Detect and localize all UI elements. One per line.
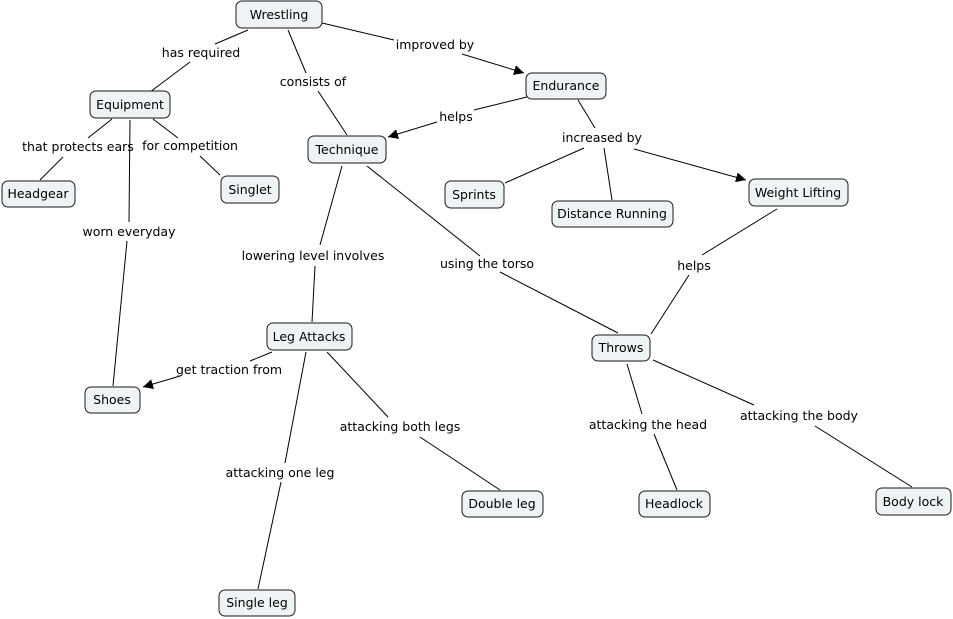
node-sprints-label: Sprints bbox=[452, 187, 496, 202]
edge-worn-everyday-shoes bbox=[112, 240, 128, 387]
edge-helps-throws bbox=[650, 274, 690, 335]
edge-lowering-level-legattacks bbox=[311, 265, 316, 323]
edge-increased-by-sprints bbox=[504, 147, 585, 184]
edge-throws-attacking-body bbox=[652, 359, 755, 406]
node-throws[interactable]: Throws bbox=[591, 334, 651, 362]
edge-legattacks-attacking-both bbox=[326, 351, 389, 418]
edge-using-torso-throws bbox=[499, 271, 619, 334]
node-headlock-label: Headlock bbox=[645, 496, 704, 511]
edge-attacking-both-doubleleg bbox=[419, 436, 501, 491]
edge-increased-by-distance bbox=[603, 147, 613, 201]
edge-wrestling-improved-by bbox=[321, 22, 395, 41]
node-double-leg[interactable]: Double leg bbox=[461, 490, 544, 518]
edge-throws-attacking-head bbox=[626, 363, 643, 415]
link-helps-technique: helps bbox=[439, 109, 473, 124]
node-singlet[interactable]: Singlet bbox=[220, 175, 280, 204]
link-increased-by: increased by bbox=[562, 130, 643, 145]
node-throws-label: Throws bbox=[598, 340, 644, 355]
node-wrestling-label: Wrestling bbox=[250, 7, 309, 22]
node-headgear-label: Headgear bbox=[7, 186, 69, 201]
link-attacking-one: attacking one leg bbox=[226, 465, 335, 480]
edge-legattacks-get-traction bbox=[249, 351, 273, 362]
edge-legattacks-attacking-one bbox=[284, 351, 307, 464]
link-for-competition: for competition bbox=[142, 138, 238, 153]
node-body-lock[interactable]: Body lock bbox=[875, 487, 952, 516]
node-technique-label: Technique bbox=[315, 142, 379, 157]
node-single-leg-label: Single leg bbox=[226, 595, 288, 610]
edge-increased-by-weightlifting bbox=[633, 148, 747, 183]
node-headlock[interactable]: Headlock bbox=[638, 490, 711, 518]
node-technique[interactable]: Technique bbox=[307, 135, 387, 164]
link-protects-ears: that protects ears bbox=[22, 139, 134, 154]
link-has-required: has required bbox=[162, 45, 240, 60]
node-body-lock-label: Body lock bbox=[883, 494, 945, 509]
edge-technique-lowering-level bbox=[319, 165, 343, 246]
link-get-traction: get traction from bbox=[176, 362, 282, 377]
node-sprints[interactable]: Sprints bbox=[444, 180, 505, 209]
node-shoes-label: Shoes bbox=[93, 392, 131, 407]
edge-attacking-head-headlock bbox=[653, 433, 678, 491]
node-single-leg[interactable]: Single leg bbox=[218, 589, 296, 617]
node-distance-running[interactable]: Distance Running bbox=[551, 200, 674, 228]
edge-wrestling-has-required bbox=[214, 29, 249, 45]
edge-equipment-for-competition bbox=[152, 118, 179, 139]
node-weight-lifting-label: Weight Lifting bbox=[755, 185, 841, 200]
edge-technique-using-torso bbox=[366, 165, 481, 257]
node-weight-lifting[interactable]: Weight Lifting bbox=[748, 178, 849, 207]
node-leg-attacks-label: Leg Attacks bbox=[273, 329, 346, 344]
edge-wrestling-consists-of bbox=[287, 29, 307, 74]
link-attacking-both: attacking both legs bbox=[340, 419, 461, 434]
edge-attacking-body-bodylock bbox=[814, 425, 913, 488]
link-consists-of: consists of bbox=[280, 74, 347, 89]
node-equipment-label: Equipment bbox=[96, 97, 164, 112]
edge-protects-ears-headgear bbox=[39, 156, 64, 181]
node-headgear[interactable]: Headgear bbox=[1, 180, 76, 208]
link-lowering-level: lowering level involves bbox=[242, 248, 385, 263]
edge-consists-of-technique bbox=[317, 90, 348, 136]
edge-endurance-helps bbox=[473, 96, 528, 111]
link-attacking-body: attacking the body bbox=[740, 408, 859, 423]
link-helps-throws: helps bbox=[677, 258, 711, 273]
edge-weightlifting-helps bbox=[701, 208, 778, 256]
link-using-torso: using the torso bbox=[440, 256, 534, 271]
link-attacking-head: attacking the head bbox=[589, 417, 707, 432]
link-worn-everyday: worn everyday bbox=[83, 224, 177, 239]
edge-equipment-worn-everyday bbox=[128, 119, 131, 223]
edge-equipment-protects-ears bbox=[87, 118, 113, 139]
edges bbox=[39, 22, 913, 590]
edge-improved-by-endurance bbox=[461, 53, 525, 75]
node-equipment[interactable]: Equipment bbox=[89, 90, 171, 119]
link-labels: has required consists of improved by hel… bbox=[22, 37, 858, 480]
edge-helps-technique bbox=[387, 121, 438, 139]
node-endurance[interactable]: Endurance bbox=[525, 72, 607, 100]
edge-endurance-increased-by bbox=[577, 99, 596, 129]
link-improved-by: improved by bbox=[396, 37, 475, 52]
node-leg-attacks[interactable]: Leg Attacks bbox=[266, 322, 353, 351]
edge-attacking-one-singleleg bbox=[257, 481, 282, 590]
edge-has-required-equipment bbox=[149, 61, 191, 93]
edge-get-traction-shoes bbox=[142, 375, 181, 389]
node-shoes[interactable]: Shoes bbox=[84, 386, 141, 414]
node-wrestling[interactable]: Wrestling bbox=[235, 0, 323, 29]
node-distance-running-label: Distance Running bbox=[557, 206, 667, 221]
node-singlet-label: Singlet bbox=[228, 182, 271, 197]
node-endurance-label: Endurance bbox=[533, 78, 600, 93]
edge-for-competition-singlet bbox=[199, 155, 221, 176]
node-double-leg-label: Double leg bbox=[468, 496, 535, 511]
